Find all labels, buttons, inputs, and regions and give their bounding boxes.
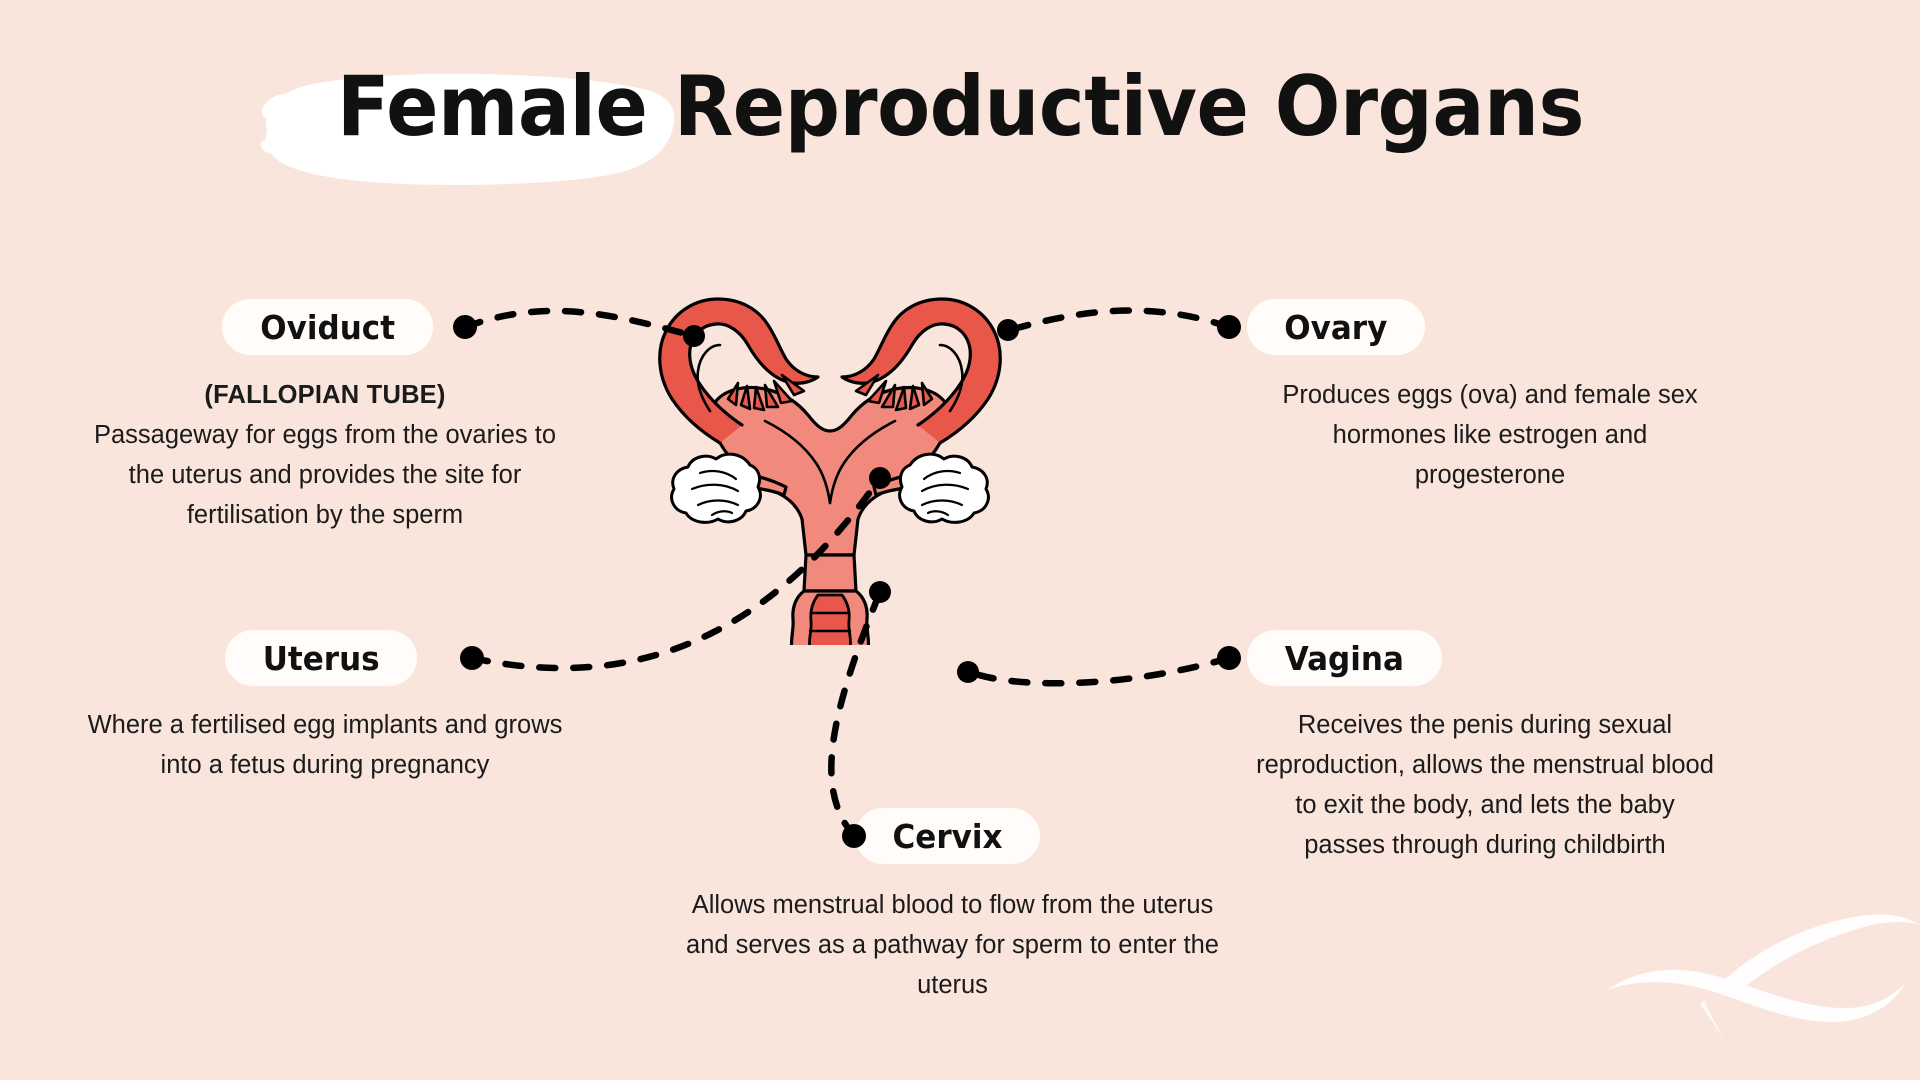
connector-dot-ovary [1217, 315, 1241, 339]
female-reproductive-system-illustration [658, 297, 1002, 645]
page-title: Female Reproductive Organs [336, 58, 1584, 155]
label-oviduct-name: Oviduct [260, 307, 396, 347]
description-oviduct: (FALLOPIAN TUBE) Passageway for eggs fro… [75, 375, 575, 535]
cervix-description-text: Allows menstrual blood to flow from the … [686, 891, 1219, 999]
oviduct-description-text: Passageway for eggs from the ovaries to … [93, 421, 557, 529]
description-uterus: Where a fertilised egg implants and grow… [80, 705, 570, 785]
connector-dot-vagina [1217, 646, 1241, 670]
description-ovary: Produces eggs (ova) and female sex hormo… [1255, 375, 1725, 495]
label-vagina-name: Vagina [1284, 638, 1404, 678]
page-title-area: Female Reproductive Organs [0, 58, 1920, 185]
oviduct-subtitle: (FALLOPIAN TUBE) [204, 381, 446, 409]
description-vagina: Receives the penis during sexual reprodu… [1255, 705, 1715, 865]
label-pill-cervix[interactable]: Cervix [855, 808, 1040, 864]
connector-dot-uterus [460, 646, 484, 670]
connector-dot-oviduct [453, 315, 477, 339]
connector-vagina [966, 654, 1233, 687]
vagina-description-text: Receives the penis during sexual reprodu… [1256, 711, 1714, 859]
ovary-description-text: Produces eggs (ova) and female sex hormo… [1282, 381, 1698, 489]
label-pill-ovary[interactable]: Ovary [1247, 299, 1425, 355]
label-pill-vagina[interactable]: Vagina [1247, 630, 1442, 686]
corner-brush-swoosh-decoration [1608, 914, 1918, 1040]
label-pill-uterus[interactable]: Uterus [225, 630, 418, 686]
label-uterus-name: Uterus [262, 638, 380, 678]
label-pill-oviduct[interactable]: Oviduct [222, 299, 434, 355]
anchor-dot-vagina [957, 661, 979, 683]
uterus-description-text: Where a fertilised egg implants and grow… [87, 711, 563, 779]
title-brush-stroke-decoration [260, 73, 675, 185]
label-cervix-name: Cervix [892, 816, 1003, 856]
description-cervix: Allows menstrual blood to flow from the … [680, 885, 1225, 1005]
label-ovary-name: Ovary [1284, 307, 1388, 347]
